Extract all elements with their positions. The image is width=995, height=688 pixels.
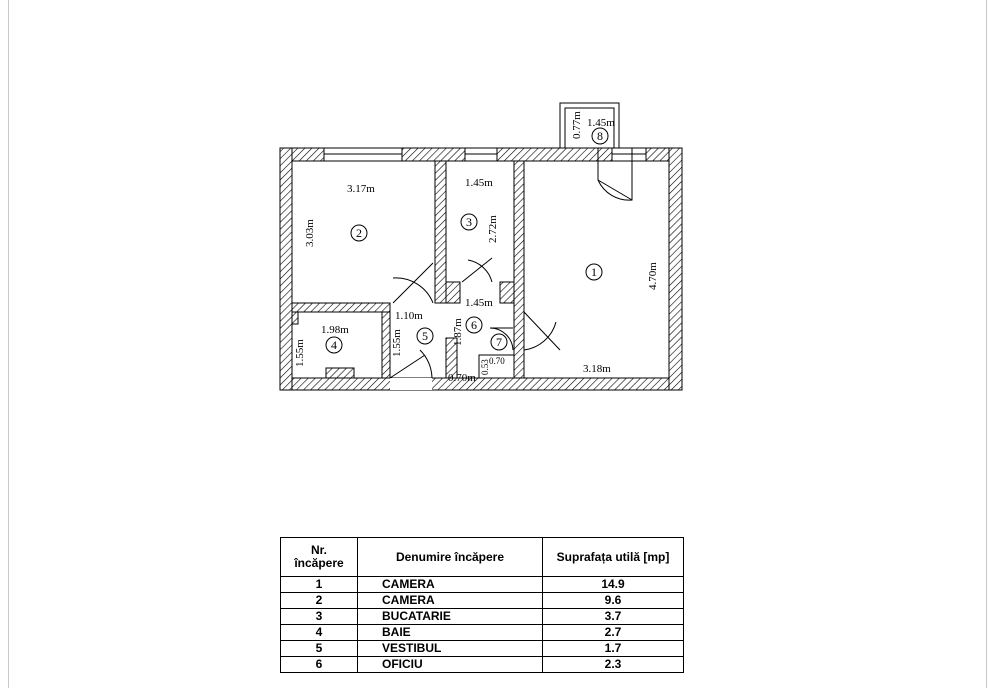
room-number-8: 8 bbox=[597, 129, 603, 143]
header-area: Suprafața utilă [mp] bbox=[542, 537, 684, 577]
row-name: CAMERA bbox=[357, 576, 543, 593]
windows bbox=[323, 147, 647, 162]
dim-room5-height: 1.55m bbox=[391, 329, 403, 357]
room-number-7: 7 bbox=[496, 335, 502, 349]
row-name: BUCATARIE bbox=[357, 608, 543, 625]
row-area: 2.7 bbox=[542, 624, 684, 641]
dim-room3-width: 1.45m bbox=[465, 177, 493, 189]
header-nr-line2: încăpere bbox=[294, 556, 344, 570]
table-row: 1 CAMERA 14.9 bbox=[280, 576, 684, 593]
row-nr: 2 bbox=[280, 592, 358, 609]
page-border-left bbox=[8, 0, 9, 688]
row-area: 1.7 bbox=[542, 640, 684, 657]
room-number-6: 6 bbox=[471, 318, 477, 332]
room-number-3: 3 bbox=[466, 215, 472, 229]
row-area: 3.7 bbox=[542, 608, 684, 625]
dim-room1-width: 3.18m bbox=[583, 363, 611, 375]
dim-room3-height: 2.72m bbox=[487, 215, 499, 243]
dim-room1-height: 4.70m bbox=[647, 262, 659, 290]
header-nr: Nr. încăpere bbox=[280, 537, 358, 577]
entrance-opening bbox=[390, 378, 432, 390]
dim-office-height: 1.87m bbox=[452, 318, 464, 346]
row-name: OFICIU bbox=[357, 656, 543, 673]
floor-plan: 3.17m 3.03m 1.45m 2.72m 4.70m 3.18m 1.98… bbox=[279, 102, 683, 391]
room-number-5: 5 bbox=[422, 329, 428, 343]
balcony bbox=[559, 102, 620, 149]
dim-room2-width: 3.17m bbox=[347, 183, 375, 195]
room-number-2: 2 bbox=[356, 226, 362, 240]
header-nr-line1: Nr. bbox=[310, 543, 327, 557]
row-name: CAMERA bbox=[357, 592, 543, 609]
dimension-labels: 3.17m 3.03m 1.45m 2.72m 4.70m 3.18m 1.98… bbox=[294, 111, 659, 384]
dim-room4-height: 1.55m bbox=[294, 339, 306, 367]
dim-balcony-height: 0.77m bbox=[571, 111, 583, 139]
table-row: 2 CAMERA 9.6 bbox=[280, 592, 684, 609]
dim-room7-height: 0.53 bbox=[480, 359, 490, 375]
room-numbers: 1 2 3 4 5 6 7 8 bbox=[325, 127, 609, 354]
row-name: BAIE bbox=[357, 624, 543, 641]
table-header-row: Nr. încăpere Denumire încăpere Suprafața… bbox=[280, 537, 684, 577]
row-area: 9.6 bbox=[542, 592, 684, 609]
row-area: 14.9 bbox=[542, 576, 684, 593]
dim-bottom-width: 0.70m bbox=[448, 372, 476, 384]
table-row: 3 BUCATARIE 3.7 bbox=[280, 608, 684, 625]
row-area: 2.3 bbox=[542, 656, 684, 673]
row-name: VESTIBUL bbox=[357, 640, 543, 657]
table-row: 5 VESTIBUL 1.7 bbox=[280, 640, 684, 657]
dim-vestibule-width: 1.10m bbox=[395, 310, 423, 322]
dim-office-width: 1.45m bbox=[465, 297, 493, 309]
header-name: Denumire încăpere bbox=[357, 537, 543, 577]
row-nr: 5 bbox=[280, 640, 358, 657]
room-number-4: 4 bbox=[331, 338, 337, 352]
table-row: 6 OFICIU 2.3 bbox=[280, 656, 684, 673]
interior-walls bbox=[291, 160, 525, 379]
rooms-table: Nr. încăpere Denumire încăpere Suprafața… bbox=[280, 537, 684, 673]
dim-room2-height: 3.03m bbox=[304, 219, 316, 247]
dim-balcony-width: 1.45m bbox=[587, 117, 615, 129]
dim-room7-width: 0.70 bbox=[489, 356, 505, 366]
table-row: 4 BAIE 2.7 bbox=[280, 624, 684, 641]
row-nr: 6 bbox=[280, 656, 358, 673]
room-number-1: 1 bbox=[591, 265, 597, 279]
page-border-right bbox=[986, 0, 987, 688]
row-nr: 4 bbox=[280, 624, 358, 641]
row-nr: 1 bbox=[280, 576, 358, 593]
dim-room4-width: 1.98m bbox=[321, 324, 349, 336]
row-nr: 3 bbox=[280, 608, 358, 625]
closet-7 bbox=[478, 354, 515, 379]
doors bbox=[389, 148, 633, 379]
